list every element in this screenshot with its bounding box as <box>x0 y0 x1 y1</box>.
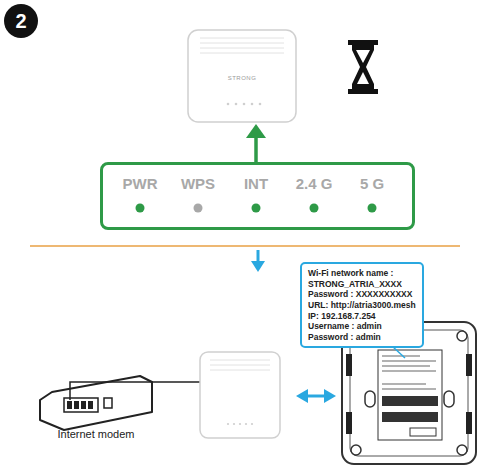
led-label: WPS <box>181 175 215 192</box>
label-line: Wi-Fi network name : <box>308 268 416 279</box>
led-panel: PWR WPS INT 2.4 G 5 G <box>100 162 415 230</box>
label-line: STRONG_ATRIA_XXXX <box>308 279 416 290</box>
led-label: 5 G <box>360 175 384 192</box>
led-dots <box>103 165 412 227</box>
label-line: Username : admin <box>308 321 416 332</box>
step-number: 2 <box>4 4 38 38</box>
step-digit: 2 <box>15 10 26 33</box>
label-line: Password : admin <box>308 332 416 343</box>
device-label: Internet modem <box>57 428 134 440</box>
label-line: IP: 192.168.7.254 <box>308 311 416 322</box>
label-line: URL: http://atria3000.mesh <box>308 300 416 311</box>
label-line: Password : XXXXXXXXXX <box>308 289 416 300</box>
led-label: 2.4 G <box>296 175 333 192</box>
led-label: INT <box>244 175 268 192</box>
label-callout: Wi-Fi network name :STRONG_ATRIA_XXXXPas… <box>300 262 424 348</box>
brand-logo: STRONG <box>228 75 257 81</box>
led-label: PWR <box>123 175 158 192</box>
